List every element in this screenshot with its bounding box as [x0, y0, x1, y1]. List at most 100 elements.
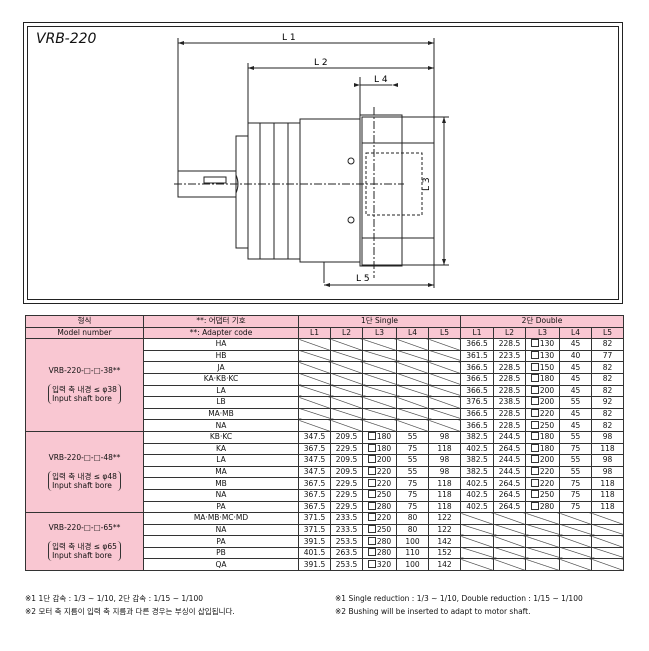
hdr-col: L2 — [330, 326, 363, 340]
square-symbol-icon — [530, 432, 539, 441]
single-value-cell: 80 — [396, 523, 429, 537]
adapter-code-cell: HA — [143, 338, 299, 351]
single-value-cell: 98 — [428, 454, 461, 467]
double-value-cell: 45 — [559, 372, 592, 386]
not-available-cell — [298, 361, 331, 374]
adapter-code-cell: NA — [143, 419, 299, 432]
double-value-cell: 75 — [559, 477, 592, 490]
not-available-cell — [298, 338, 331, 351]
double-value-cell: 238.5 — [493, 396, 526, 409]
hdr-col: L3 — [362, 326, 397, 340]
double-value-cell: 55 — [559, 465, 592, 479]
technical-drawing: L 1 L 2 L 4 L 3 L 5 — [174, 33, 449, 288]
not-available-cell — [428, 372, 461, 386]
hdr-model-kr: 형식 — [25, 315, 144, 328]
square-symbol-icon — [530, 409, 539, 418]
double-value-cell: 264.5 — [493, 442, 526, 456]
not-available-cell — [330, 338, 363, 351]
adapter-code-cell: NA — [143, 523, 299, 537]
model-group-name: VRB-220-□-□-48** — [48, 453, 121, 463]
l3-value: 220 — [539, 409, 555, 419]
square-symbol-icon — [530, 455, 539, 464]
double-value-cell: 45 — [559, 407, 592, 421]
single-value-cell: 180 — [362, 442, 397, 456]
not-available-cell — [460, 523, 494, 537]
double-value-cell: 45 — [559, 419, 592, 432]
l3-value: 220 — [539, 467, 555, 477]
double-value-cell: 250 — [525, 488, 560, 502]
single-value-cell: 122 — [428, 523, 461, 537]
double-value-cell: 55 — [559, 396, 592, 409]
not-available-cell — [396, 338, 429, 351]
single-value-cell: 367.5 — [298, 442, 331, 456]
single-value-cell: 253.5 — [330, 558, 363, 572]
l3-value: 250 — [376, 524, 392, 534]
drawing-inner-border — [27, 26, 619, 300]
single-value-cell: 220 — [362, 465, 397, 479]
single-value-cell: 142 — [428, 558, 461, 572]
single-value-cell: 280 — [362, 535, 397, 548]
double-value-cell: 75 — [559, 442, 592, 456]
adapter-code-cell: NA — [143, 488, 299, 502]
hdr-adapter-kr: **: 어댑터 기호 — [143, 315, 299, 328]
double-value-cell: 366.5 — [460, 419, 494, 432]
l3-value: 180 — [539, 432, 555, 442]
not-available-cell — [396, 407, 429, 421]
not-available-cell — [428, 419, 461, 432]
l3-value: 130 — [539, 351, 555, 361]
bolt-head — [347, 216, 355, 224]
single-value-cell: 209.5 — [330, 430, 363, 444]
single-value-cell: 347.5 — [298, 430, 331, 444]
single-value-cell: 367.5 — [298, 488, 331, 502]
not-available-cell — [591, 558, 624, 572]
double-value-cell: 82 — [591, 372, 624, 386]
single-value-cell: 98 — [428, 430, 461, 444]
not-available-cell — [362, 396, 397, 409]
double-value-cell: 82 — [591, 419, 624, 432]
l3-value: 220 — [376, 513, 392, 523]
double-value-cell: 244.5 — [493, 465, 526, 479]
adapter-code-cell: LB — [143, 396, 299, 409]
not-available-cell — [330, 361, 363, 374]
not-available-cell — [396, 384, 429, 398]
double-value-cell: 228.5 — [493, 372, 526, 386]
hdr-adapter-en: **: Adapter code — [143, 326, 299, 340]
double-value-cell: 130 — [525, 338, 560, 351]
dim-label-l1: L 1 — [282, 33, 296, 43]
double-value-cell: 118 — [591, 488, 624, 502]
hdr-col: L1 — [460, 326, 494, 340]
l3-value: 200 — [539, 455, 555, 465]
dim-label-l3: L 3 — [422, 177, 432, 191]
l3-value: 200 — [539, 397, 555, 407]
square-symbol-icon — [530, 501, 539, 510]
single-value-cell: 367.5 — [298, 500, 331, 514]
square-symbol-icon — [367, 443, 376, 452]
square-symbol-icon — [530, 351, 539, 360]
square-symbol-icon — [367, 536, 376, 545]
double-value-cell: 82 — [591, 407, 624, 421]
not-available-cell — [362, 384, 397, 398]
single-value-cell: 347.5 — [298, 454, 331, 467]
single-value-cell: 98 — [428, 465, 461, 479]
not-available-cell — [525, 523, 560, 537]
single-value-cell: 55 — [396, 430, 429, 444]
single-value-cell: 250 — [362, 523, 397, 537]
hdr-col: L4 — [559, 326, 592, 340]
double-value-cell: 45 — [559, 338, 592, 351]
bolt-head — [347, 157, 355, 165]
square-symbol-icon — [367, 548, 376, 557]
note-en-1: ※1 Single reduction : 1/3 ~ 1/10, Double… — [335, 594, 583, 603]
double-value-cell: 82 — [591, 338, 624, 351]
single-value-cell: 280 — [362, 500, 397, 514]
hdr-col: L1 — [298, 326, 331, 340]
double-value-cell: 228.5 — [493, 384, 526, 398]
single-value-cell: 367.5 — [298, 477, 331, 490]
l3-value: 250 — [376, 490, 392, 500]
